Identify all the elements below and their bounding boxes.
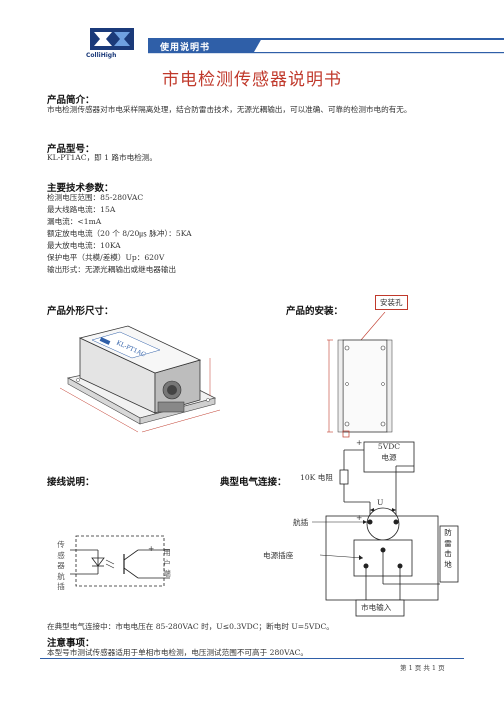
connection-note: 在典型电气连接中：市电电压在 85-280VAC 时，U≤0.3VDC；断电时 … xyxy=(47,622,334,631)
header-label: 使用说明书 xyxy=(160,43,211,53)
mounting-hole-label: 安装孔 xyxy=(375,295,408,310)
spec-item: 检测电压范围：85-280VAC xyxy=(47,193,144,202)
resistor-label: 10K 电阻 xyxy=(300,473,333,482)
power-plus: + xyxy=(356,438,363,447)
page-number: 第 1 页 共 1 页 xyxy=(400,664,445,672)
company-logo xyxy=(84,24,140,64)
spec-item: 最大线路电流：15A xyxy=(47,205,116,214)
specs-heading: 主要技术参数： xyxy=(47,183,114,194)
sensor-plug-label: 传感器航插 xyxy=(57,540,65,591)
installation-drawing xyxy=(327,312,393,438)
lightning-ground-label: 防雷击地 xyxy=(444,528,452,569)
spec-item: 输出形式：无源光耦输出或继电器输出 xyxy=(47,265,177,274)
spec-item: 保护电平（共模/差模）Up：620V xyxy=(47,253,165,262)
aviation-plug-label: 航插 xyxy=(293,518,309,527)
user-side-label: 用户端 xyxy=(163,548,171,578)
plug-plus: + xyxy=(356,513,363,522)
electrical-connection-diagram xyxy=(312,441,459,617)
power-socket-label: 电源插座 xyxy=(263,551,294,560)
spec-item: 额定放电电流（20 个 8/20㎲ 脉冲）：5KA xyxy=(47,229,192,238)
header-bar xyxy=(0,38,504,54)
spec-item: 漏电流：<1mA xyxy=(47,217,102,226)
mains-input-label: 市电输入 xyxy=(361,603,392,612)
model-text: KL-PT1AC，即 1 路市电检测。 xyxy=(47,153,157,162)
logo-text: ColliHigh xyxy=(86,52,117,59)
notice-text: 本型号市测试传感器适用于单相市电检测，电压测试范围不可高于 280VAC。 xyxy=(47,648,308,657)
wiring-plus: + xyxy=(148,544,155,553)
intro-heading: 产品简介： xyxy=(47,95,95,106)
notice-heading: 注意事项： xyxy=(47,638,95,649)
spec-item: 最大放电电流：10KA xyxy=(47,241,121,250)
model-heading: 产品型号： xyxy=(47,144,95,155)
header-ribbon xyxy=(148,38,504,54)
logo-icon xyxy=(90,28,134,50)
electrical-heading: 典型电气连接： xyxy=(220,477,287,488)
intro-text: 市电检测传感器对市电采样隔离处理，结合防雷击技术，无源光耦输出，可以准确、可靠的… xyxy=(47,105,412,114)
install-heading: 产品的安装： xyxy=(286,306,344,317)
product-dimension-drawing: KL-PT1AC xyxy=(60,325,221,433)
optocoupler-diagram xyxy=(70,535,170,587)
u-label: U xyxy=(377,498,384,507)
footer-divider xyxy=(40,658,464,659)
wiring-heading: 接线说明： xyxy=(47,477,95,488)
dimensions-heading: 产品外形尺寸： xyxy=(47,306,114,317)
document-title: 市电检测传感器说明书 xyxy=(162,70,342,90)
